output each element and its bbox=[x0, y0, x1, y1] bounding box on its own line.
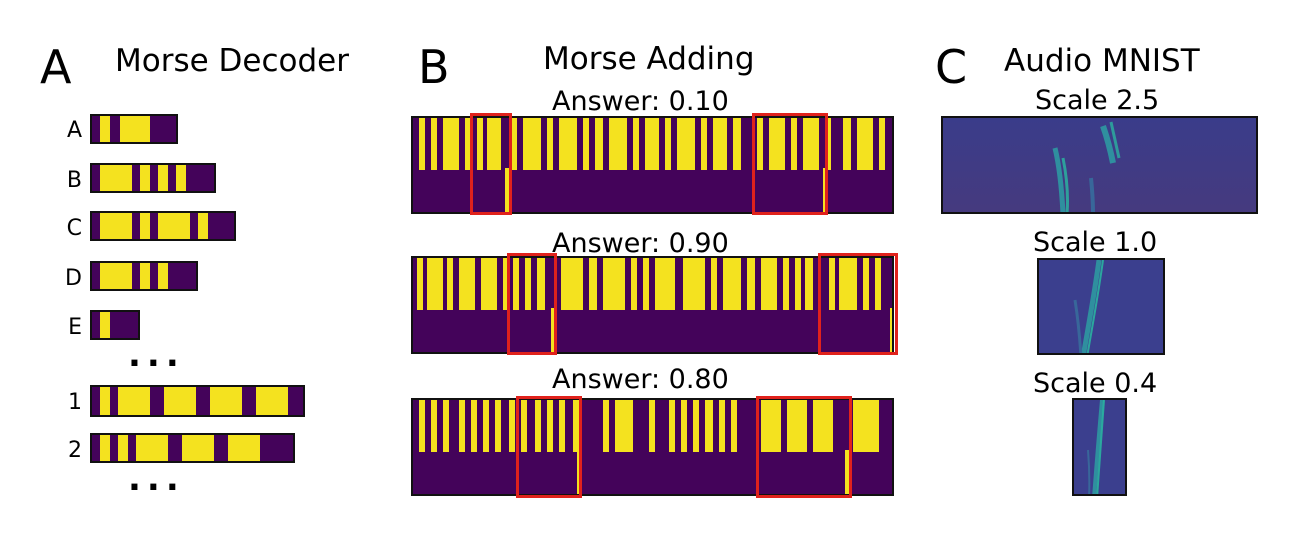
spectrogram-scale-0-4 bbox=[1072, 398, 1127, 496]
morse-code-e bbox=[90, 310, 140, 340]
answer-caption-1: Answer: 0.10 bbox=[552, 86, 729, 117]
morse-code-a bbox=[90, 114, 178, 144]
answer-caption-3: Answer: 0.80 bbox=[552, 364, 729, 395]
morse-code-1 bbox=[90, 385, 305, 417]
highlight-box-2b bbox=[818, 253, 898, 355]
panel-b-letter: B bbox=[418, 40, 450, 94]
row-label-b: B bbox=[66, 168, 82, 193]
row-label-e: E bbox=[68, 315, 82, 340]
morse-adding-example-3 bbox=[411, 398, 894, 496]
scale-label-2-5: Scale 2.5 bbox=[1035, 85, 1160, 116]
morse-code-d bbox=[90, 261, 198, 291]
row-label-a: A bbox=[66, 118, 82, 143]
morse-code-b bbox=[90, 163, 216, 193]
row-label-1: 1 bbox=[68, 390, 82, 415]
scale-label-1-0: Scale 1.0 bbox=[1033, 227, 1158, 258]
ellipsis-bottom: ... bbox=[128, 459, 185, 499]
panel-c-letter: C bbox=[935, 40, 968, 94]
highlight-box-3a bbox=[516, 396, 582, 498]
panel-c-title: Audio MNIST bbox=[1004, 43, 1200, 79]
spectrogram-scale-2-5 bbox=[941, 116, 1258, 214]
row-label-2: 2 bbox=[68, 438, 82, 463]
panel-a-title: Morse Decoder bbox=[115, 43, 349, 79]
morse-code-c bbox=[90, 211, 236, 241]
morse-code-2 bbox=[90, 433, 295, 463]
row-label-c: C bbox=[66, 216, 82, 241]
spectrogram-scale-1-0 bbox=[1037, 258, 1165, 355]
morse-adding-example-1 bbox=[411, 116, 894, 214]
scale-label-0-4: Scale 0.4 bbox=[1033, 368, 1158, 399]
highlight-box-2a bbox=[507, 253, 557, 355]
ellipsis-top: ... bbox=[128, 335, 185, 375]
highlight-box-1a bbox=[470, 113, 512, 215]
highlight-box-3b bbox=[756, 396, 852, 498]
morse-adding-example-2 bbox=[411, 256, 894, 354]
panel-a-letter: A bbox=[40, 40, 72, 94]
panel-b-title: Morse Adding bbox=[543, 41, 755, 77]
answer-caption-2: Answer: 0.90 bbox=[552, 228, 729, 259]
highlight-box-1b bbox=[752, 113, 828, 215]
row-label-d: D bbox=[65, 266, 82, 291]
